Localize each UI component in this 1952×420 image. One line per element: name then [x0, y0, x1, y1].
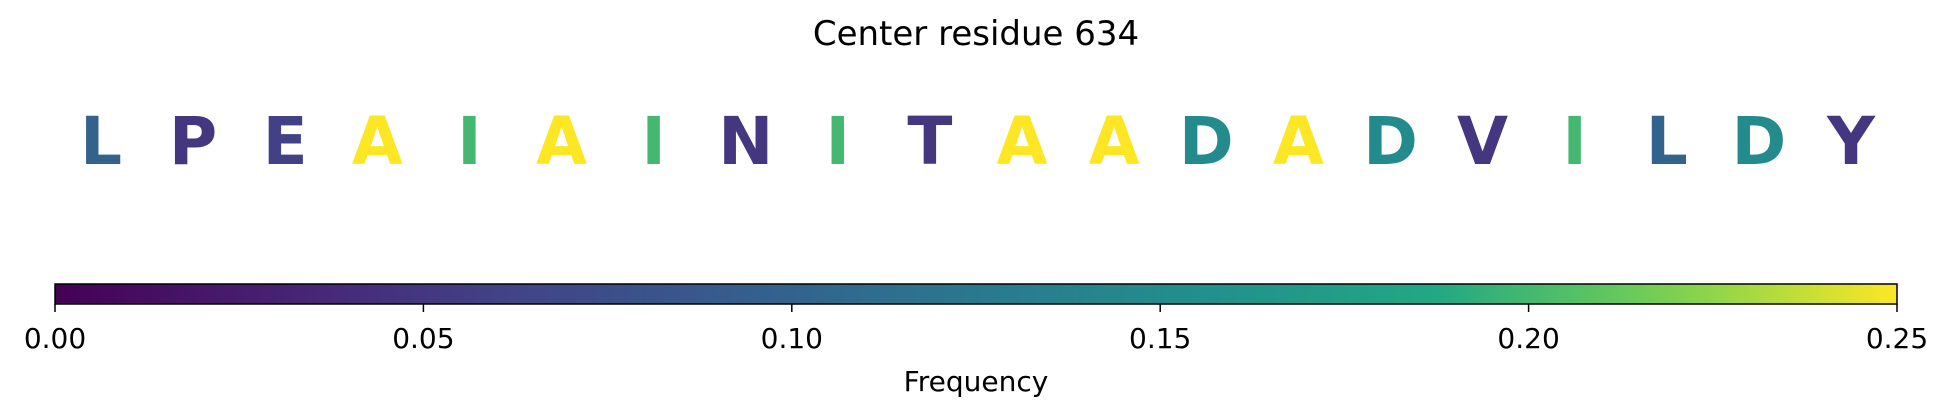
residue-letter: Y: [1826, 103, 1876, 180]
residue-letter: D: [1179, 103, 1234, 180]
residue-letter: D: [1731, 103, 1786, 180]
residue-letter: I: [826, 103, 851, 180]
residue-letter: V: [1457, 103, 1508, 180]
residue-letter: D: [1363, 103, 1418, 180]
residue-letter: A: [536, 103, 587, 180]
residue-letter: A: [1273, 103, 1324, 180]
residue-letter: I: [641, 103, 666, 180]
colorbar-label: Frequency: [904, 365, 1049, 398]
colorbar-tick-label: 0.05: [392, 322, 454, 355]
residue-letter: T: [907, 103, 952, 180]
colorbar-tick-label: 0.15: [1129, 322, 1191, 355]
residue-letter: N: [718, 103, 773, 180]
residue-letter: I: [457, 103, 482, 180]
chart-title: Center residue 634: [812, 14, 1140, 54]
colorbar-tick-label: 0.20: [1497, 322, 1559, 355]
residue-letter: I: [1562, 103, 1587, 180]
residue-letter: L: [1646, 103, 1688, 180]
colorbar-tick-label: 0.10: [761, 322, 823, 355]
colorbar-tick-label: 0.00: [24, 322, 86, 355]
residue-letter: P: [169, 103, 217, 180]
residue-letter: L: [80, 103, 122, 180]
colorbar-tick-label: 0.25: [1866, 322, 1928, 355]
colorbar: [54, 283, 1898, 305]
residue-letter: A: [1089, 103, 1140, 180]
residue-letter: A: [997, 103, 1048, 180]
residue-letter: A: [352, 103, 403, 180]
residue-letter: E: [263, 103, 308, 180]
